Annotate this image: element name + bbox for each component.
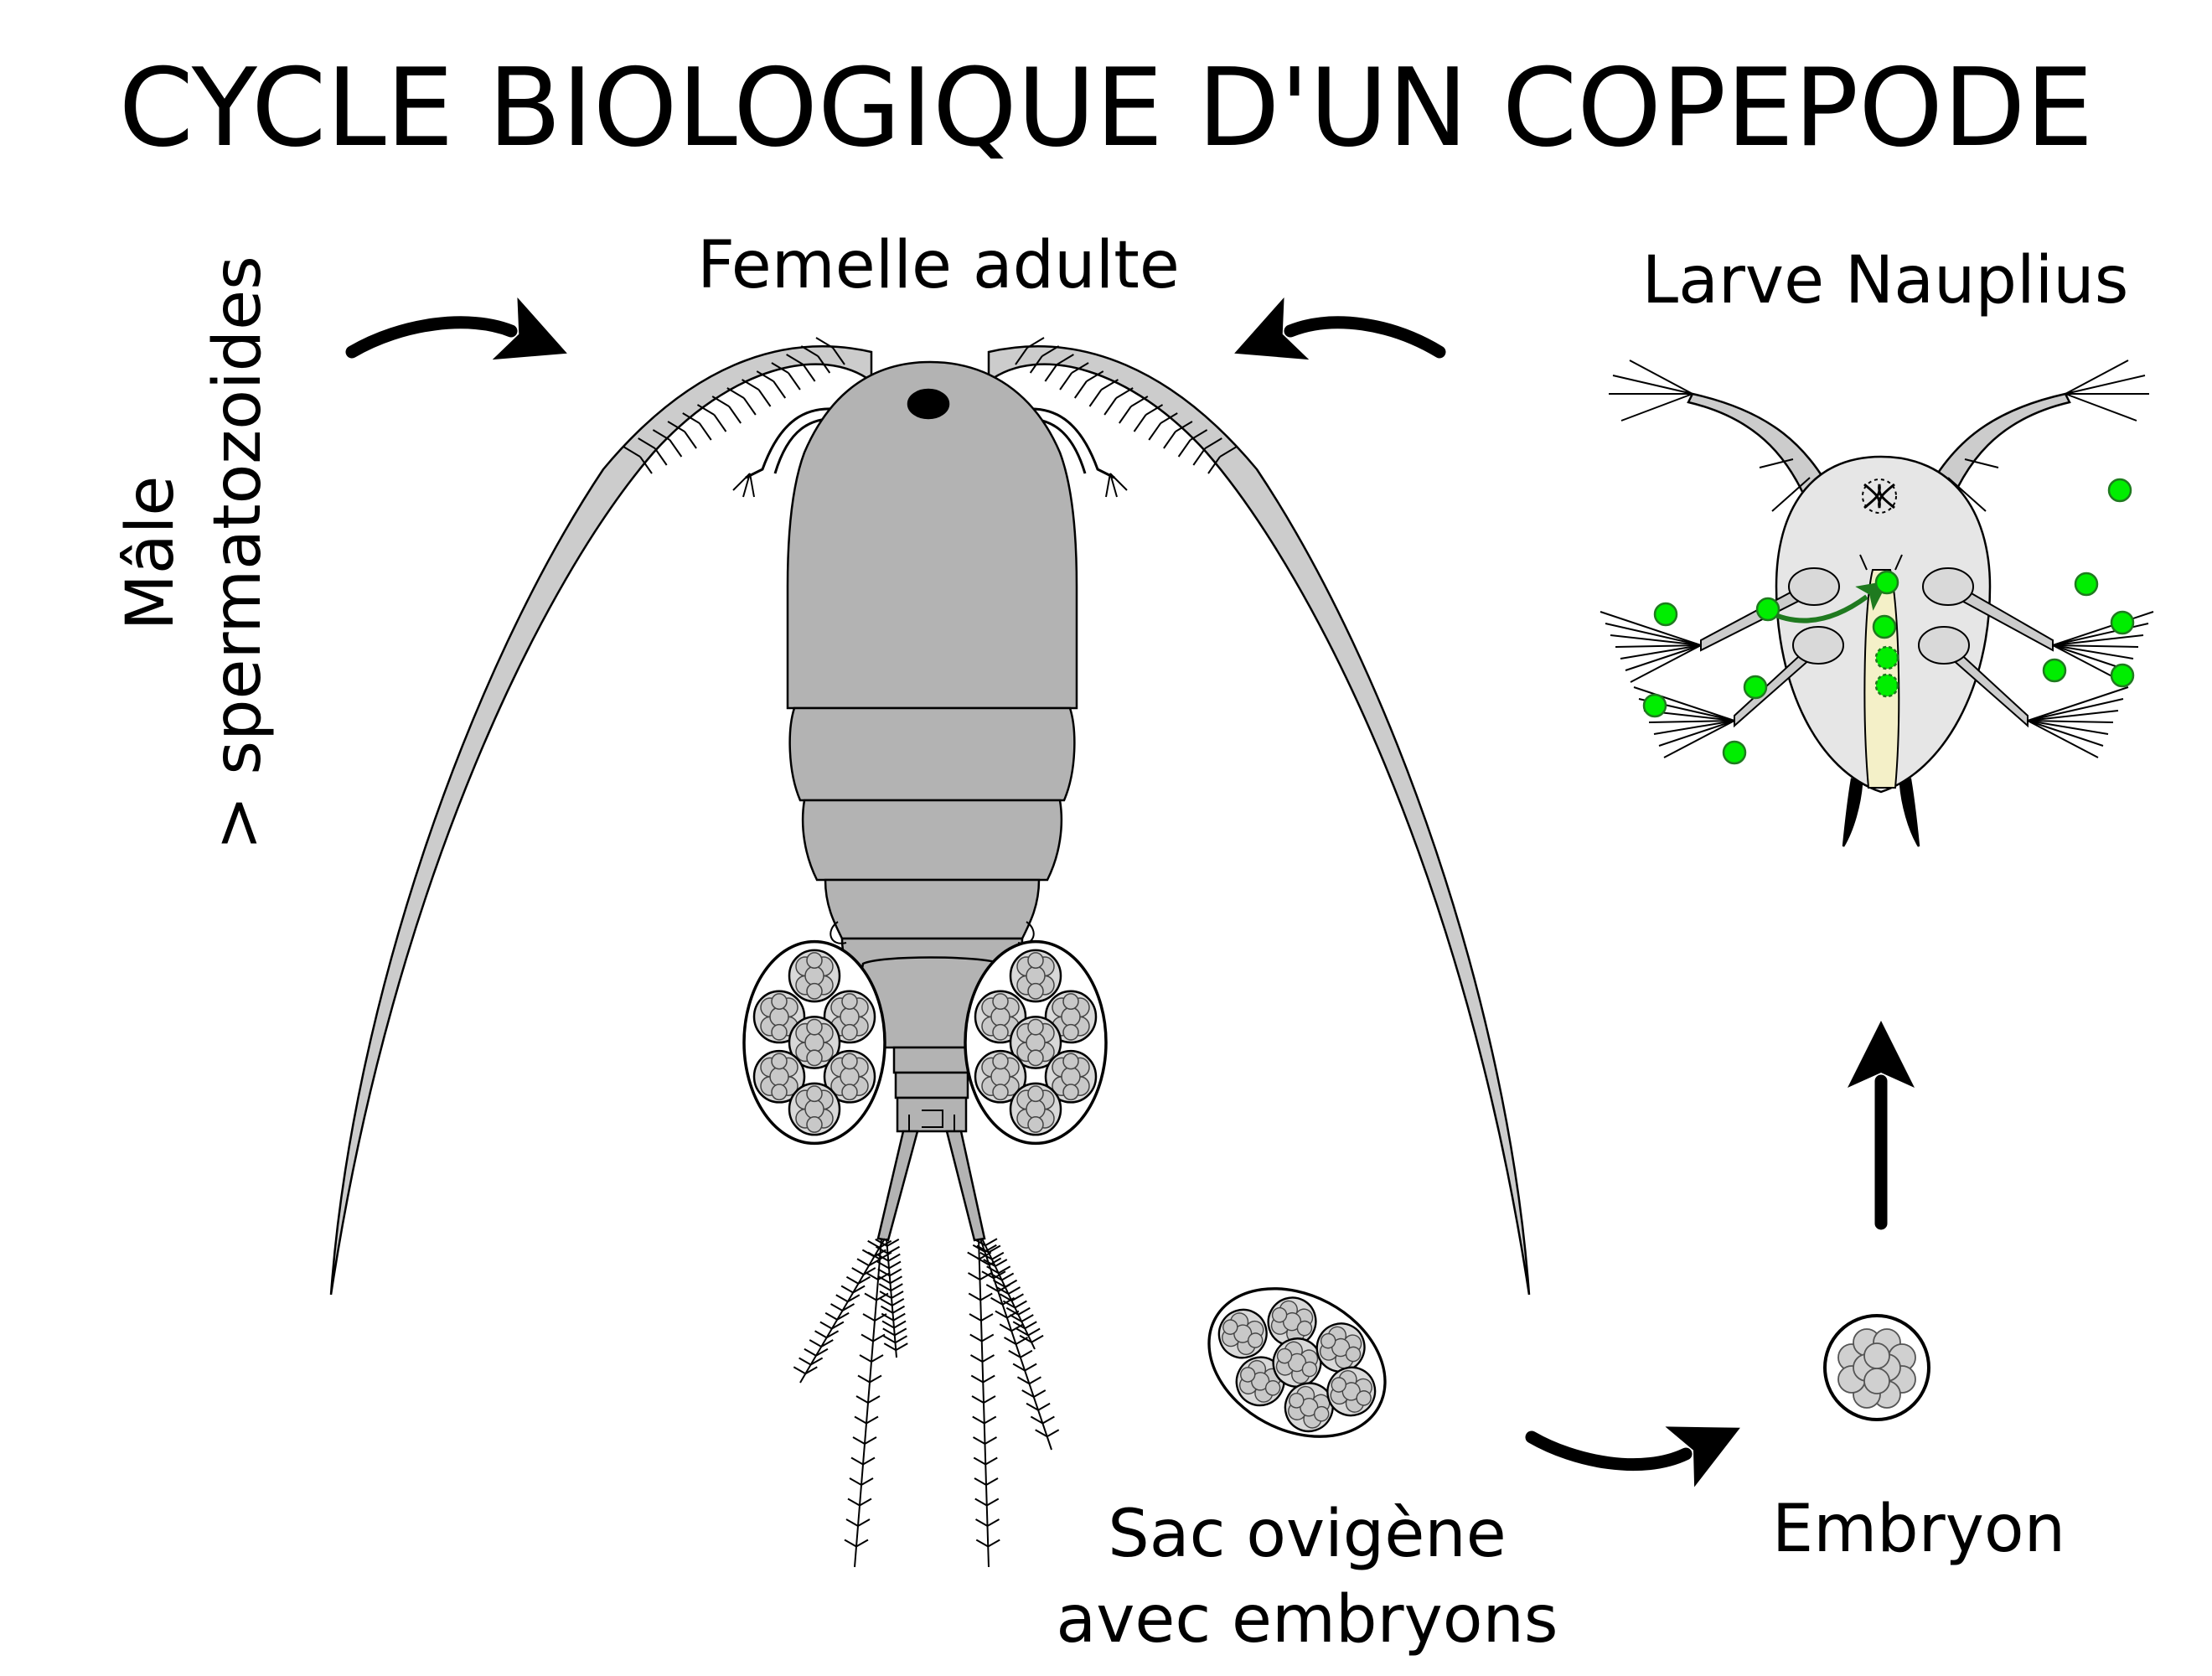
naupliar-eye xyxy=(907,388,950,420)
urosome-segment-1 xyxy=(892,1046,971,1074)
label-female-adult: Femelle adulte xyxy=(697,228,1180,303)
left-antennule xyxy=(329,345,873,1296)
embryo xyxy=(1823,1314,1930,1421)
label-embryo: Embryon xyxy=(1771,1492,2066,1567)
male-to-female-arrow xyxy=(345,297,567,360)
label-egg-sac-line1: Sac ovigène xyxy=(1108,1497,1507,1572)
eggsac-to-embryo-arrow xyxy=(1525,1426,1740,1487)
right-egg-sac xyxy=(965,942,1106,1144)
label-male-line1: Mâle xyxy=(113,475,189,631)
thoracic-segment-1 xyxy=(788,706,1076,802)
larva-to-female-arrow xyxy=(1234,297,1446,360)
caudal-setae xyxy=(793,1238,1060,1568)
right-antennule xyxy=(987,345,1531,1296)
left-egg-sac xyxy=(744,942,885,1144)
label-male-line2: > spermatozoides xyxy=(200,256,276,851)
diagram-title: CYCLE BIOLOGIQUE D'UN COPEPODE xyxy=(118,46,2094,171)
thoracic-segment-2 xyxy=(801,799,1063,882)
left-caudal-ramus xyxy=(876,1130,919,1242)
label-egg-sac-line2: avec embryons xyxy=(1056,1582,1558,1658)
feeding-arrow xyxy=(1766,581,1889,623)
adult-female-copepod xyxy=(329,337,1531,1568)
urosome-segment-2 xyxy=(894,1071,969,1099)
thoracic-segment-3 xyxy=(824,878,1041,940)
nauplius-larva xyxy=(1600,360,2154,847)
detached-egg-sac xyxy=(1183,1260,1411,1466)
label-nauplius-larva: Larve Nauplius xyxy=(1641,243,2129,318)
right-caudal-ramus xyxy=(945,1130,986,1242)
label-egg-sac: Sac ovigène avec embryons xyxy=(997,1492,1617,1663)
